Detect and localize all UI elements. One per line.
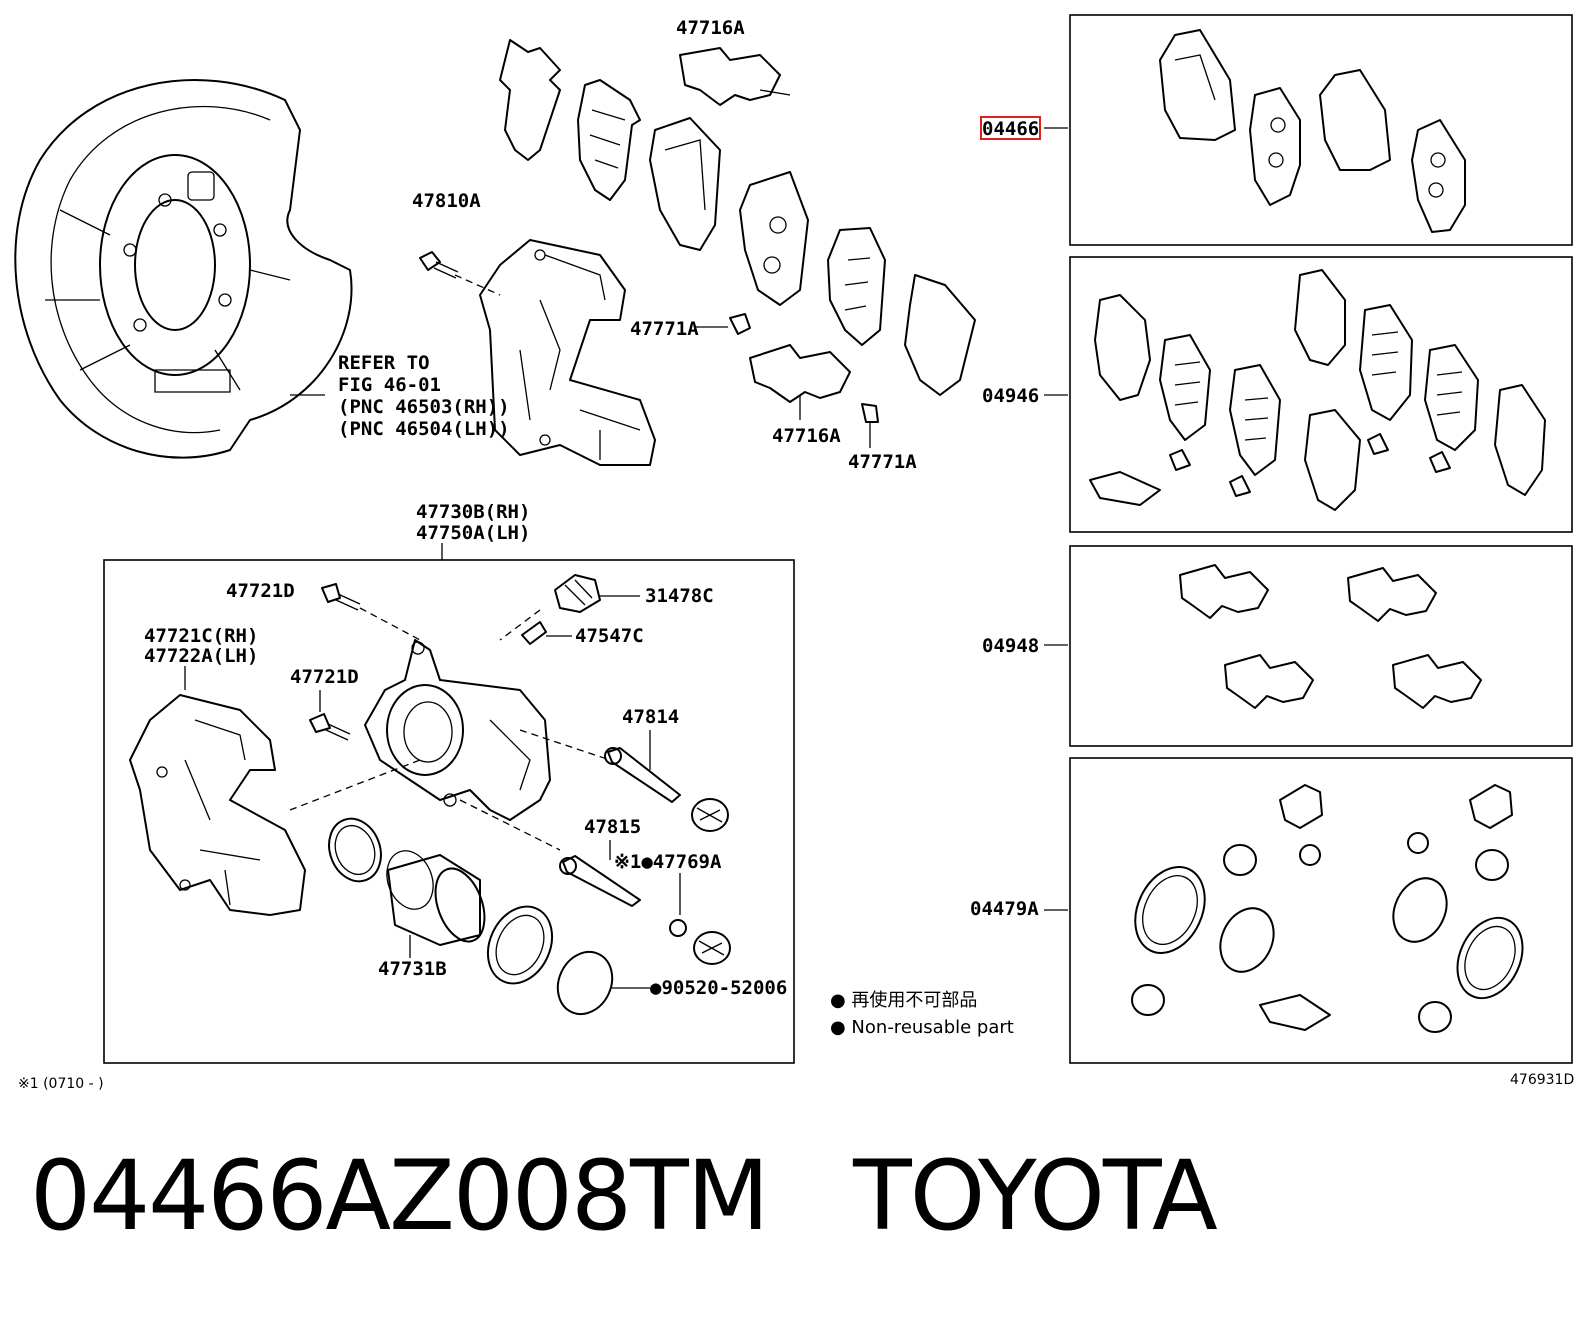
part-number: 04466AZ008TM [30,1140,770,1252]
caliper-bracket-47721C [129,694,306,916]
kit-label-04466[interactable]: 04466 [982,118,1039,140]
bolt-47721D-b [309,713,351,741]
refer-line-4: (PNC 46504(LH)) [338,418,510,440]
kit-label-04948[interactable]: 04948 [982,635,1039,657]
figure-id: 476931D [1510,1072,1574,1088]
label-31478C: 31478C [645,585,714,607]
part-title: 04466AZ008TM TOYOTA [30,1140,1218,1252]
label-47810A: 47810A [412,190,481,212]
kit-label-04946[interactable]: 04946 [982,385,1039,407]
caliper-mounting-bracket [479,239,656,466]
bleeder-47547C [521,621,547,645]
caliper-body [364,639,551,821]
label-47750A: 47750A(LH) [416,522,530,544]
parts-diagram: 47716A 47810A 47771A 47716A 47771A REFER… [14,14,1574,1092]
shim-kit-04946-parts [1089,269,1546,511]
boot-47814 [691,798,729,832]
label-47730B: 47730B(RH) [416,501,530,523]
label-47771A-right: 47771A [848,451,917,473]
highlight-04466 [980,116,1041,140]
piston-47731B [386,850,486,946]
anti-squeal-shim-mid [749,344,851,403]
pin-47815 [559,855,641,907]
label-47721D-b: 47721D [290,666,359,688]
caliper-kit-04479A-parts [1131,784,1524,1033]
boot-47815 [693,931,731,965]
shim-kit-04948-parts [1179,564,1482,709]
brand-name: TOYOTA [853,1140,1218,1252]
pin-47814 [604,747,681,803]
label-47547C: 47547C [575,625,644,647]
legend-jp: ● 再使用不可部品 [830,990,977,1011]
kit-box-04948 [1069,545,1573,747]
ring-90520-52006 [556,950,614,1016]
label-47716A-top: 47716A [676,17,745,39]
label-47721C: 47721C(RH) [144,625,258,647]
refer-line-1: REFER TO [338,352,430,374]
label-47716A-mid: 47716A [772,425,841,447]
refer-line-3: (PNC 46503(RH)) [338,396,510,418]
pad-kit-04466-parts [1159,29,1466,233]
label-47722A: 47722A(LH) [144,645,258,667]
kit-box-04946 [1069,256,1573,533]
kit-label-04479A[interactable]: 04479A [970,898,1039,920]
footnote: ※1 (0710 - ) [18,1076,104,1092]
label-47721D-a: 47721D [226,580,295,602]
refer-line-2: FIG 46-01 [338,374,441,396]
piston-boot [486,905,554,985]
bolt-47810A [419,251,459,279]
label-47771A-left: 47771A [630,318,699,340]
label-47814: 47814 [622,706,679,728]
label-90520-52006: ●90520-52006 [650,977,787,999]
legend-en: ● Non-reusable part [830,1017,1014,1038]
bolt-47721D-a [321,583,361,611]
label-47815: 47815 [584,816,641,838]
dust-shield [14,79,353,459]
label-47731B: 47731B [378,958,447,980]
piston-seal [328,817,382,883]
ring-47769A [669,919,687,937]
boot-31478C [554,574,601,613]
anti-squeal-shim-top [679,47,791,106]
kit-box-04479A [1069,757,1573,1064]
caliper-assembly-box [103,559,795,1064]
brake-pad-set-top [499,39,976,396]
kit-box-04466 [1069,14,1573,246]
label-47769A: ※1●47769A [614,851,722,873]
clip-47771A [729,313,879,423]
